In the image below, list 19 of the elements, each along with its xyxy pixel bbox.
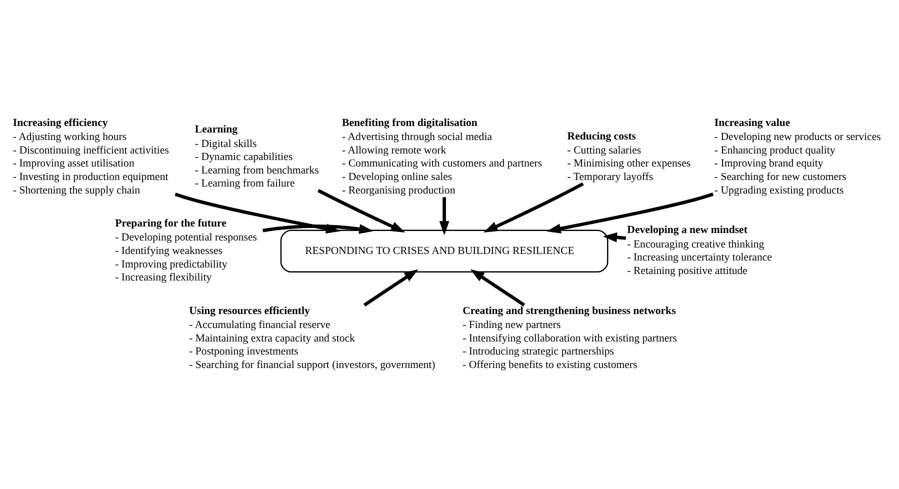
node-box: RESPONDING TO CRISES AND BUILDING RESILIENCE (280, 230, 608, 273)
arrow (262, 224, 374, 234)
arrow (602, 232, 626, 242)
node-text: Developing a new mindset - Encouraging creative thinking - Increasing uncertainty tolerance - Retaining positive attitude (627, 224, 772, 277)
node-text: Learning - Digital skills - Dynamic capabilities - Learning from benchmarks - Learning from failure (194, 124, 319, 190)
node-text: Reducing costs - Cutting salaries - Minimising other expenses - Temporary layoffs (567, 130, 691, 183)
arrow (483, 182, 584, 232)
arrow (174, 192, 340, 234)
arrow (363, 269, 418, 306)
node-text: Benefiting from digitalisation - Advertising through social media - Allowing remote work - Communicating with customers and partners - Developing online sales - Reorganising production (342, 116, 542, 196)
arrow (439, 197, 450, 236)
arrow (470, 269, 526, 306)
node-text: Increasing value - Developing new products or services - Enhancing product quality - Improving brand equity - Searching for new customers - Upgrading existing products (714, 116, 881, 196)
node-text: Using resources efficiently - Accumulating financial reserve - Maintaining extra capacity and stock - Postponing investments - Searching for financial support (investors, government) (189, 304, 436, 371)
node-text: Preparing for the future - Developing potential responses - Identifying weaknesses - Improving predictability - Increasing flexibility (115, 218, 257, 284)
node-text: Creating and strengthening business networks - Finding new partners - Intensifying collaboration with existing partners - Introducing strategic partnerships - Offering benefits to existing customers (462, 304, 677, 371)
arrow (318, 189, 406, 232)
arrow (546, 192, 714, 234)
node-text: Increasing efficiency - Adjusting working hours - Discontinuing inefficient activities - Improving asset utilisation - Investing in production equipment - Shortening the supply chain (12, 116, 169, 196)
